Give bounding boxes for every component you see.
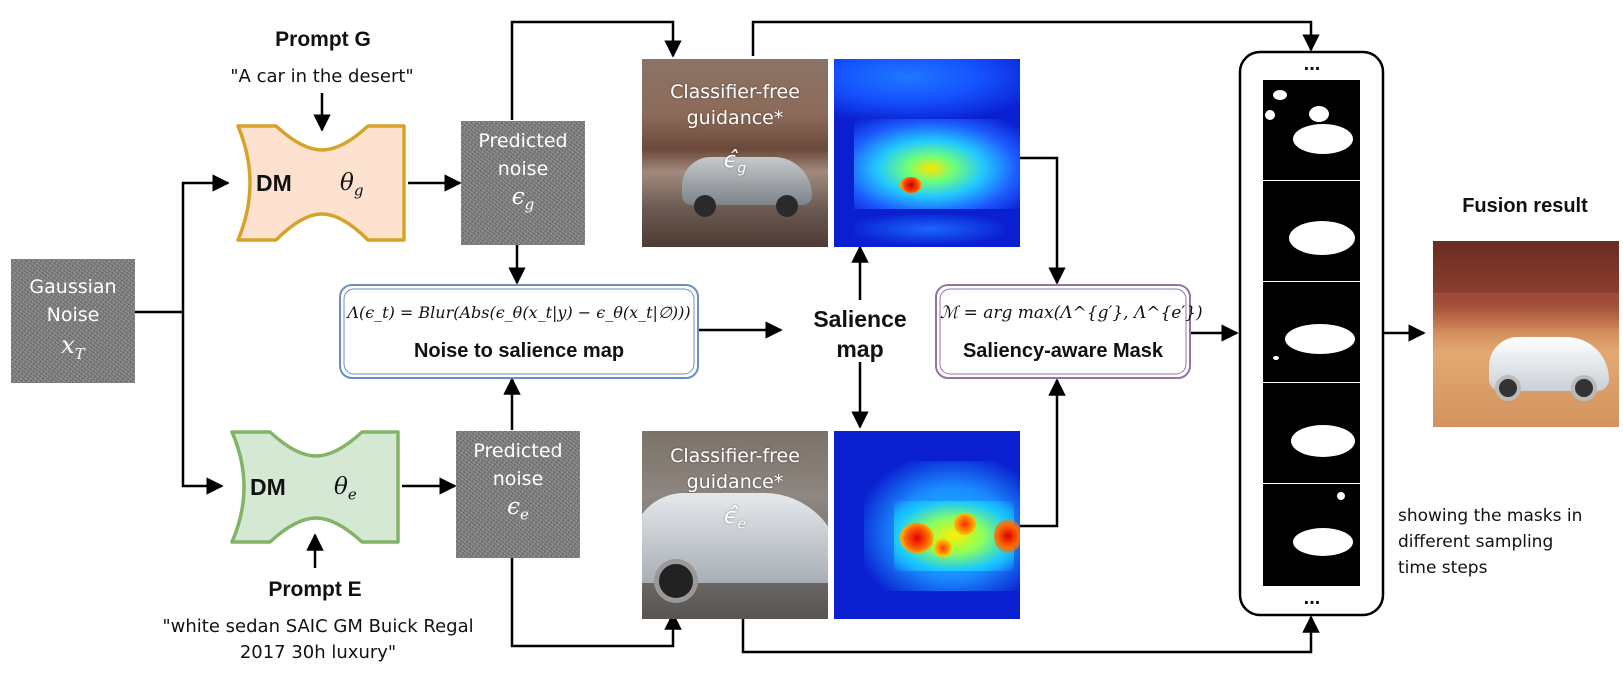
edge-pred-top-to-cfg (510, 20, 682, 120)
cfg-bottom-line1: Classifier-free (670, 445, 800, 467)
mask-step-3 (1263, 282, 1360, 383)
fusion-title: Fusion result (1462, 195, 1588, 217)
dm-bottom-label: DM (250, 474, 286, 500)
pred-bottom-symbol: ϵe (507, 494, 529, 524)
saliency-label-line2: map (836, 336, 884, 362)
dm-top-label: DM (256, 170, 292, 196)
noise-to-saliency-title: Noise to salience map (413, 340, 625, 362)
dm-top-shape (236, 124, 406, 242)
prompt-e-text-line2: 2017 30h luxury" (239, 642, 397, 663)
car-top-wheel (694, 195, 716, 217)
fusion-car-wheel (1571, 375, 1597, 401)
predicted-noise-bottom: Predicted noise ϵe (456, 431, 580, 558)
pred-bottom-line1: Predicted (473, 440, 563, 462)
edge-cfg-top-to-column (751, 20, 1320, 56)
fusion-car-wheel (1495, 375, 1521, 401)
dm-top-param: θg (340, 170, 364, 200)
cfg-top-line2: guidance* (686, 107, 784, 129)
mask-step-1 (1263, 80, 1360, 181)
prompt-e-text-line1: "white sedan SAIC GM Buick Regal (162, 616, 474, 637)
edge-gaussian-to-dm-bottom (181, 312, 224, 495)
mask-ellipsis-bottom: ... (1303, 587, 1321, 609)
edge-pred-bottom-to-cfg (510, 558, 682, 648)
pred-bottom-line2: noise (492, 468, 544, 490)
saliency-map-label: Salience map (800, 304, 920, 364)
edge-cfg-bottom-to-column (741, 615, 1320, 654)
mask-title: Saliency-aware Mask (962, 340, 1164, 362)
saliency-heatmap-bottom (834, 431, 1020, 619)
car-bottom-wheel (654, 559, 698, 603)
mask-step-2 (1263, 181, 1360, 282)
cfg-top-image: Classifier-free guidance* ϵ̂g (642, 59, 828, 247)
gaussian-symbol: xT (61, 331, 85, 363)
cfg-top-line1: Classifier-free (670, 81, 800, 103)
mask-ellipsis-top: ... (1303, 53, 1321, 75)
pred-top-line1: Predicted (478, 130, 568, 152)
mask-caption-line1: showing the masks in (1398, 506, 1583, 526)
car-top-wheel (776, 195, 798, 217)
dm-bottom-param: θe (334, 474, 357, 504)
pred-top-symbol: ϵg (511, 184, 535, 214)
noise-to-saliency-formula: Λ(ϵ_t) = Blur(Abs(ϵ_θ(x_t|y) − ϵ_θ(x_t|∅… (347, 303, 691, 322)
mask-stack (1263, 80, 1360, 586)
saliency-label-line1: Salience (813, 306, 907, 332)
prompt-e-title: Prompt E (268, 578, 362, 601)
cfg-bottom-symbol: ϵ̂e (723, 504, 747, 533)
mask-formula: ℳ = arg max(Λ^{g′}, Λ^{e′}) (940, 303, 1203, 323)
edge-heat-bottom-to-mask (1011, 378, 1066, 528)
prompt-g-text: "A car in the desert" (230, 66, 414, 87)
mask-caption-line3: time steps (1398, 558, 1488, 578)
fusion-image (1433, 241, 1619, 427)
dm-bottom-shape (230, 430, 400, 544)
saliency-heatmap-top (834, 59, 1020, 247)
predicted-noise-top: Predicted noise ϵg (461, 121, 585, 245)
mask-step-5 (1263, 484, 1360, 586)
gaussian-noise-image: Gaussian Noise xT (11, 259, 135, 383)
gaussian-label-line2: Noise (46, 304, 100, 326)
mask-step-4 (1263, 383, 1360, 484)
prompt-e-text: "white sedan SAIC GM Buick Regal 2017 30… (108, 614, 528, 666)
edge-heat-top-to-mask (1011, 156, 1066, 285)
prompt-g-title: Prompt G (275, 28, 371, 51)
mask-caption: showing the masks in different sampling … (1398, 503, 1618, 581)
pred-top-line2: noise (497, 158, 549, 180)
noise-to-saliency-box-frame (339, 284, 699, 379)
cfg-bottom-image: Classifier-free guidance* ϵ̂e (642, 431, 828, 619)
mask-box-frame (935, 284, 1191, 379)
mask-caption-line2: different sampling (1398, 532, 1554, 552)
cfg-top-symbol: ϵ̂g (723, 148, 747, 177)
edge-gaussian-to-dm-top (181, 174, 230, 312)
cfg-bottom-line2: guidance* (686, 471, 784, 493)
gaussian-label-line1: Gaussian (29, 276, 117, 298)
